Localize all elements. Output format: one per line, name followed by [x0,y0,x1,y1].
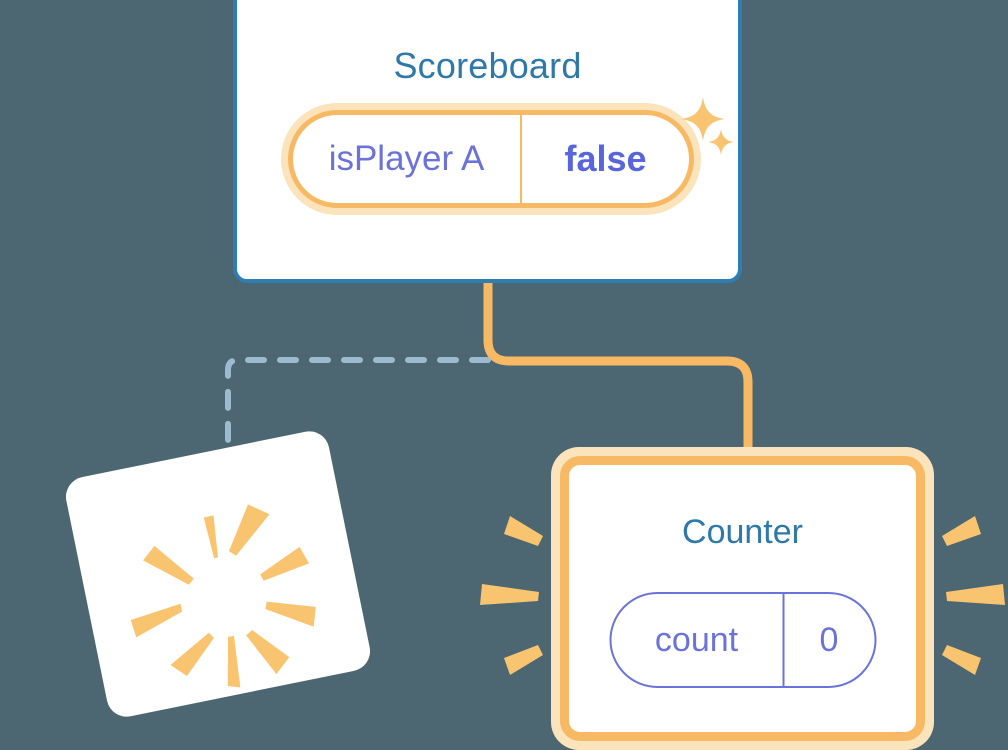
counter-title: Counter [682,513,803,551]
burst-icon-counter-right [942,516,1005,675]
scoreboard-to-counter-connector [483,276,753,470]
counter-state-key: count [611,594,784,686]
scoreboard-card[interactable]: Scoreboard isPlayer A false [233,0,742,283]
counter-state-pill[interactable]: count 0 [609,592,876,688]
scoreboard-state-pill-inner: isPlayer A false [288,110,694,208]
scoreboard-state-key: isPlayer A [293,115,522,203]
scoreboard-state-pill[interactable]: isPlayer A false [281,103,701,215]
burst-ray [504,516,543,546]
burst-ray [942,516,981,546]
counter-card[interactable]: Counter count 0 [551,447,934,750]
burst-ray [480,584,539,605]
burst-ray [942,645,981,675]
burst-ray [946,584,1005,605]
burst-icon-counter-left [480,516,543,675]
counter-state-value: 0 [819,620,839,659]
scoreboard-title: Scoreboard [393,45,582,86]
sparkle-icon [708,129,734,155]
burst-ray [504,645,543,675]
sparkle-icon [681,97,725,141]
counter-card-inner: Counter count 0 [560,456,925,741]
removed-card[interactable] [62,427,374,721]
scoreboard-state-value: false [564,138,647,179]
